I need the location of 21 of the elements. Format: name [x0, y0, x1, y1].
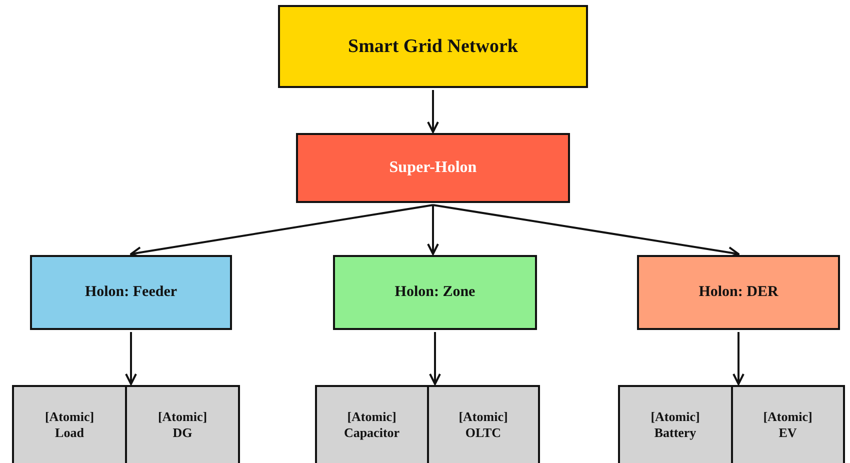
arrow: [427, 90, 439, 133]
node-label: Holon: Zone: [394, 283, 476, 302]
node-label: [Atomic] OLTC: [458, 408, 509, 442]
node-label: [Atomic] Capacitor: [342, 408, 401, 442]
arrow: [427, 205, 439, 255]
process-box: [278, 5, 588, 88]
process-box: [30, 255, 232, 330]
node-label: [Atomic] EV: [762, 408, 814, 442]
node-label: Super-Holon: [389, 158, 477, 178]
node-label: [Atomic] Load: [44, 408, 96, 442]
node-label: Smart Grid Network: [348, 34, 518, 58]
arrow: [125, 332, 137, 385]
node-label: [Atomic] DG: [156, 408, 208, 442]
process-box: [296, 133, 570, 203]
node-label: Holon: Feeder: [84, 283, 178, 302]
arrow: [732, 332, 744, 385]
arrow: [429, 332, 441, 385]
node-label: [Atomic] Battery: [650, 408, 701, 442]
process-box: [637, 255, 840, 330]
process-box: [333, 255, 537, 330]
node-label: Holon: DER: [698, 283, 778, 302]
